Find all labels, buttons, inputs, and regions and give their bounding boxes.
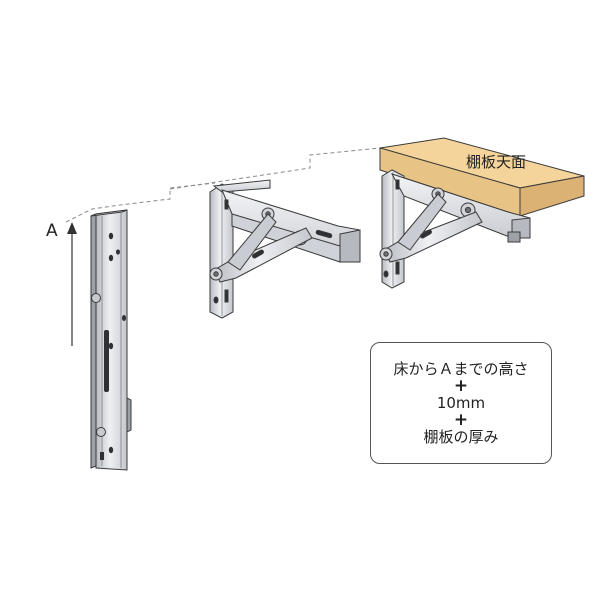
formula-line-offset: 10mm <box>436 393 486 412</box>
guide-lines <box>65 147 381 223</box>
bracket-right <box>379 169 531 289</box>
height-label: A <box>46 221 58 241</box>
formula-box: 床からＡまでの高さ + 10mm + 棚板の厚み <box>370 342 552 464</box>
formula-plus-2: + <box>453 409 469 430</box>
shelf-board <box>379 137 585 217</box>
formula-line-height: 床からＡまでの高さ <box>393 359 529 378</box>
shelf-top-label: 棚板天面 <box>466 153 526 171</box>
bracket-middle <box>209 179 361 319</box>
mounting-rail <box>90 209 132 471</box>
formula-plus-1: + <box>453 375 469 396</box>
formula-line-thickness: 棚板の厚み <box>423 427 499 446</box>
height-arrow <box>67 222 77 346</box>
